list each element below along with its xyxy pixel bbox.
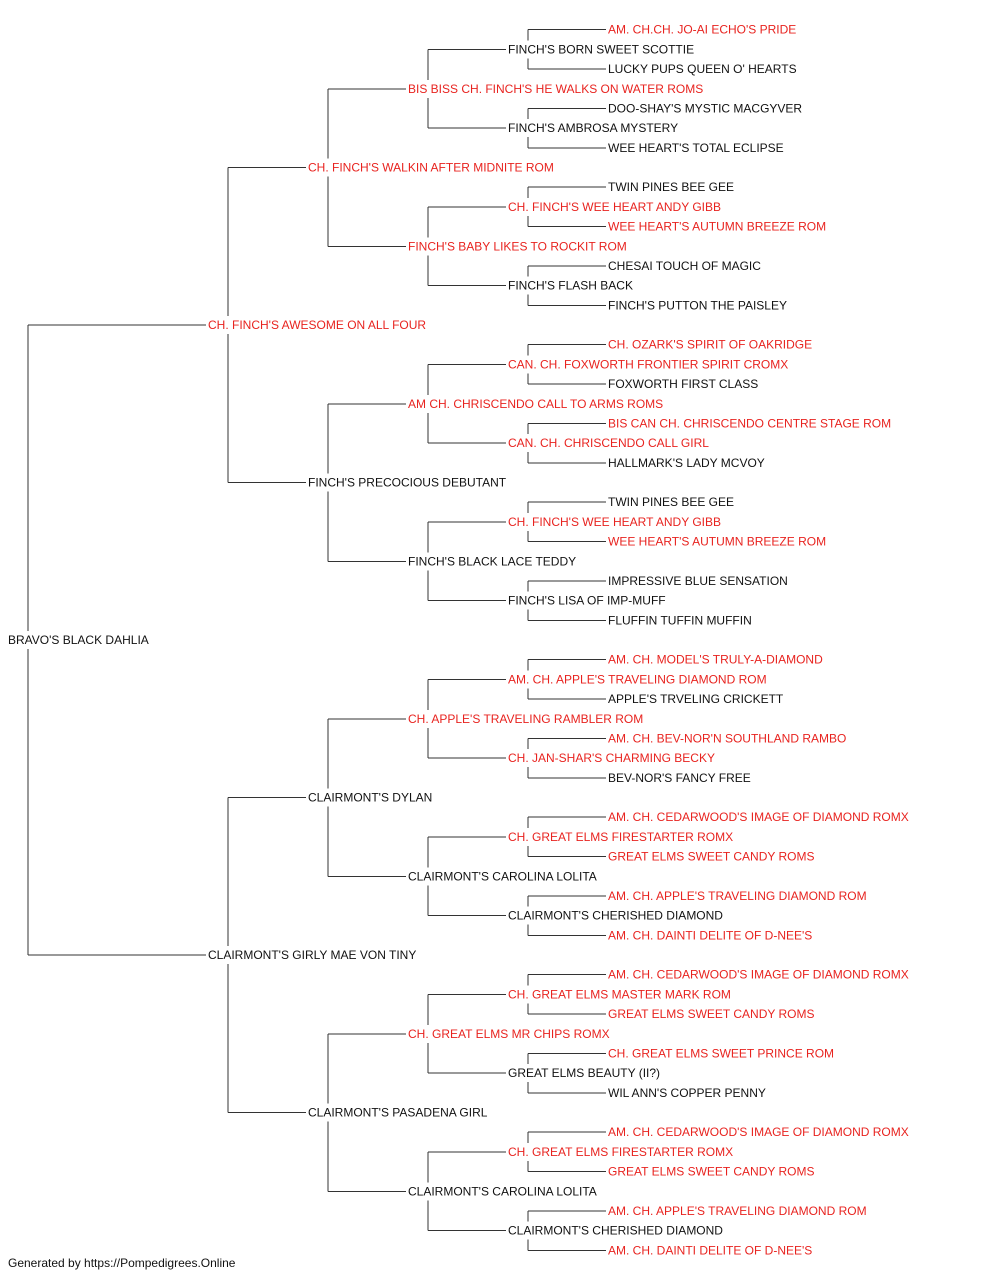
- dog-name: FLUFFIN TUFFIN MUFFIN: [608, 613, 752, 627]
- dog-name: AM CH. CHRISCENDO CALL TO ARMS ROMS: [408, 397, 663, 411]
- dog-name: TWIN PINES BEE GEE: [608, 180, 734, 194]
- dog-name: CH. FINCH'S AWESOME ON ALL FOUR: [208, 318, 426, 332]
- dog-name: CH. FINCH'S WEE HEART ANDY GIBB: [508, 200, 721, 214]
- dog-name: WIL ANN'S COPPER PENNY: [608, 1086, 766, 1100]
- dog-name: CAN. CH. FOXWORTH FRONTIER SPIRIT CROMX: [508, 357, 788, 371]
- dog-name: CH. GREAT ELMS SWEET PRINCE ROM: [608, 1046, 834, 1060]
- dog-name: CLAIRMONT'S CHERISHED DIAMOND: [508, 909, 723, 923]
- dog-name: AM. CH. CEDARWOOD'S IMAGE OF DIAMOND ROM…: [608, 810, 909, 824]
- dog-name: GREAT ELMS BEAUTY (II?): [508, 1066, 660, 1080]
- dog-name: FINCH'S FLASH BACK: [508, 279, 633, 293]
- dog-name: AM. CH. APPLE'S TRAVELING DIAMOND ROM: [608, 889, 867, 903]
- dog-name: BRAVO'S BLACK DAHLIA: [8, 633, 149, 647]
- dog-name: WEE HEART'S AUTUMN BREEZE ROM: [608, 535, 826, 549]
- dog-name: BIS BISS CH. FINCH'S HE WALKS ON WATER R…: [408, 82, 703, 96]
- dog-name: CLAIRMONT'S CAROLINA LOLITA: [408, 869, 597, 883]
- dog-name: GREAT ELMS SWEET CANDY ROMS: [608, 1007, 814, 1021]
- dog-name: APPLE'S TRVELING CRICKETT: [608, 692, 784, 706]
- dog-name: CH. OZARK'S SPIRIT OF OAKRIDGE: [608, 338, 812, 352]
- dog-name: AM. CH. BEV-NOR'N SOUTHLAND RAMBO: [608, 731, 846, 745]
- dog-name: BIS CAN CH. CHRISCENDO CENTRE STAGE ROM: [608, 416, 891, 430]
- dog-name: AM. CH. APPLE'S TRAVELING DIAMOND ROM: [508, 672, 767, 686]
- dog-name: LUCKY PUPS QUEEN O' HEARTS: [608, 62, 797, 76]
- dog-name: TWIN PINES BEE GEE: [608, 495, 734, 509]
- footer-credit: Generated by https://Pompedigrees.Online: [8, 1256, 236, 1270]
- dog-name: CLAIRMONT'S PASADENA GIRL: [308, 1106, 488, 1120]
- dog-name: CH. GREAT ELMS MR CHIPS ROMX: [408, 1027, 610, 1041]
- dog-name: BEV-NOR'S FANCY FREE: [608, 771, 751, 785]
- dog-name: CLAIRMONT'S CHERISHED DIAMOND: [508, 1224, 723, 1238]
- dog-name: CH. GREAT ELMS FIRESTARTER ROMX: [508, 1145, 733, 1159]
- dog-name: CH. GREAT ELMS FIRESTARTER ROMX: [508, 830, 733, 844]
- dog-name: AM. CH. CEDARWOOD'S IMAGE OF DIAMOND ROM…: [608, 1125, 909, 1139]
- dog-name: CH. GREAT ELMS MASTER MARK ROM: [508, 987, 731, 1001]
- dog-name: CH. APPLE'S TRAVELING RAMBLER ROM: [408, 712, 643, 726]
- dog-name: AM. CH. DAINTI DELITE OF D-NEE'S: [608, 1243, 812, 1257]
- dog-name: CLAIRMONT'S CAROLINA LOLITA: [408, 1184, 597, 1198]
- dog-name: AM. CH. APPLE'S TRAVELING DIAMOND ROM: [608, 1204, 867, 1218]
- dog-name: GREAT ELMS SWEET CANDY ROMS: [608, 1165, 814, 1179]
- dog-name: CH. FINCH'S WALKIN AFTER MIDNITE ROM: [308, 161, 554, 175]
- dog-name: IMPRESSIVE BLUE SENSATION: [608, 574, 788, 588]
- dog-name: CLAIRMONT'S DYLAN: [308, 791, 432, 805]
- dog-name: CH. FINCH'S WEE HEART ANDY GIBB: [508, 515, 721, 529]
- dog-name: CAN. CH. CHRISCENDO CALL GIRL: [508, 436, 709, 450]
- dog-name: FINCH'S BORN SWEET SCOTTIE: [508, 42, 694, 56]
- dog-name: GREAT ELMS SWEET CANDY ROMS: [608, 850, 814, 864]
- dog-name: AM. CH.CH. JO-AI ECHO'S PRIDE: [608, 23, 796, 37]
- dog-name: CH. JAN-SHAR'S CHARMING BECKY: [508, 751, 715, 765]
- dog-name: DOO-SHAY'S MYSTIC MACGYVER: [608, 101, 802, 115]
- dog-name: FINCH'S PUTTON THE PAISLEY: [608, 298, 787, 312]
- dog-name: FINCH'S BLACK LACE TEDDY: [408, 554, 576, 568]
- dog-name: CHESAI TOUCH OF MAGIC: [608, 259, 761, 273]
- dog-name: CLAIRMONT'S GIRLY MAE VON TINY: [208, 948, 416, 962]
- dog-name: FINCH'S LISA OF IMP-MUFF: [508, 594, 666, 608]
- dog-name: HALLMARK'S LADY MCVOY: [608, 456, 765, 470]
- dog-name: FINCH'S BABY LIKES TO ROCKIT ROM: [408, 239, 627, 253]
- dog-name: WEE HEART'S AUTUMN BREEZE ROM: [608, 220, 826, 234]
- dog-name: AM. CH. CEDARWOOD'S IMAGE OF DIAMOND ROM…: [608, 968, 909, 982]
- dog-name: WEE HEART'S TOTAL ECLIPSE: [608, 141, 784, 155]
- dog-name: AM. CH. MODEL'S TRULY-A-DIAMOND: [608, 653, 823, 667]
- dog-name: FOXWORTH FIRST CLASS: [608, 377, 758, 391]
- dog-name: FINCH'S AMBROSA MYSTERY: [508, 121, 678, 135]
- dog-name: AM. CH. DAINTI DELITE OF D-NEE'S: [608, 928, 812, 942]
- dog-name: FINCH'S PRECOCIOUS DEBUTANT: [308, 476, 507, 490]
